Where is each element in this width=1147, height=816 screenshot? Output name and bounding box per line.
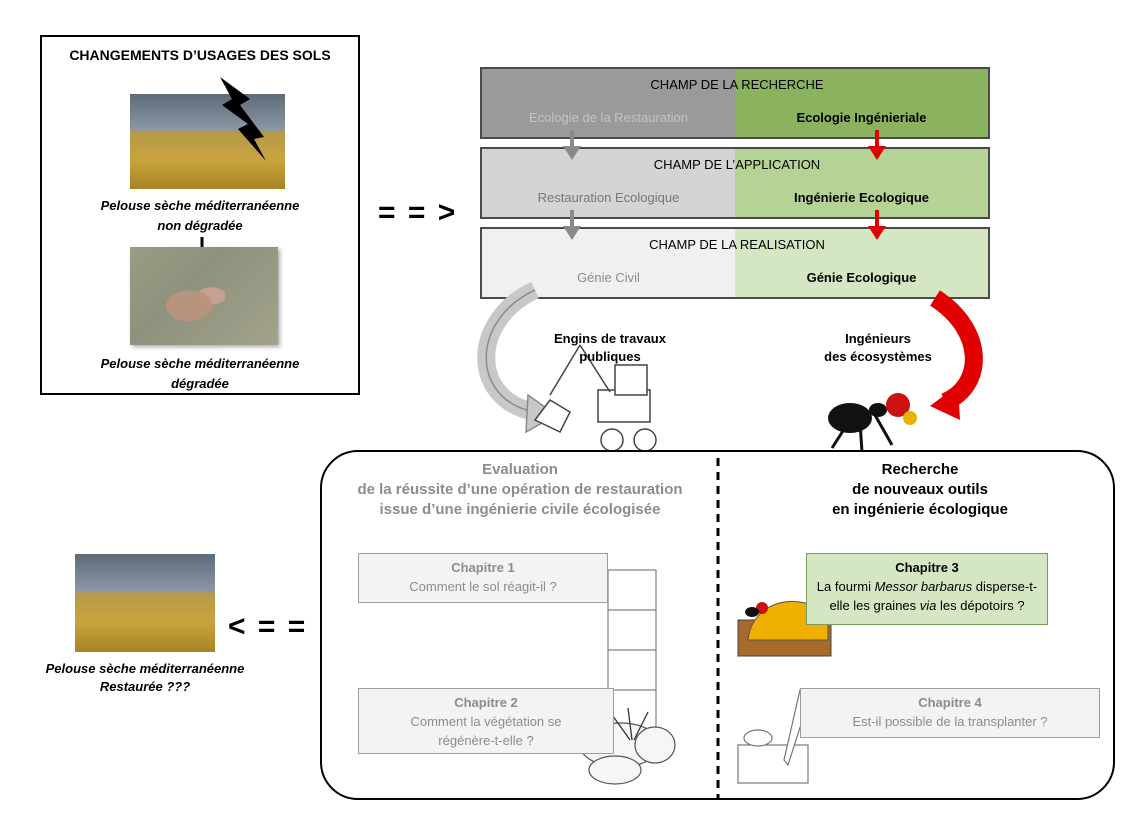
chapter-1-title: Chapitre 1: [451, 560, 515, 575]
chapter-3-text-2: elle les graines via les dépotoirs ?: [807, 596, 1047, 615]
evaluation-line-2: de la réussite d’une opération de restau…: [357, 481, 683, 498]
engineering-ecology-label: Ecologie Ingénieriale: [796, 110, 927, 125]
field-row-application: Restauration Ecologique Ingénierie Ecolo…: [480, 147, 990, 219]
grassland-photo-degraded: [130, 247, 278, 345]
field-row-research: Ecologie de la Restauration Ecologie Ing…: [480, 67, 990, 139]
ingenieurs-line-1: Ingénieurs: [845, 331, 911, 346]
chapter-1-box: Chapitre 1 Comment le sol réagit-il ?: [358, 553, 608, 603]
chapter-1-text: Comment le sol réagit-il ?: [409, 579, 557, 594]
arrow-left-text: < = =: [228, 610, 308, 643]
chapter-3-via: via: [919, 598, 937, 613]
ecological-genie-label: Génie Ecologique: [806, 270, 917, 285]
evaluation-title: Evaluation de la réussite d’une opératio…: [330, 460, 710, 520]
recherche-line-2: de nouveaux outils: [852, 481, 988, 498]
land-use-title: CHANGEMENTS D’USAGES DES SOLS: [69, 47, 331, 63]
caption-restored-2: Restaurée ???: [99, 679, 191, 694]
chapter-4-title: Chapitre 4: [918, 695, 982, 710]
chapter-3-species: Messor barbarus: [874, 579, 973, 594]
engins-label: Engins de travaux publiques: [540, 330, 680, 366]
recherche-line-1: Recherche: [881, 461, 959, 478]
ingenieurs-line-2: des écosystèmes: [824, 349, 932, 364]
ingenieurs-label: Ingénieurs des écosystèmes: [808, 330, 948, 366]
evaluation-line-3: issue d’une ingénierie civile écologisée: [379, 501, 661, 518]
chapter-3-text-2a: elle les graines: [829, 598, 920, 613]
chapter-4-text: Est-il possible de la transplanter ?: [852, 714, 1048, 729]
land-use-change-box: CHANGEMENTS D’USAGES DES SOLS Pelouse sè…: [40, 35, 360, 395]
field-realisation-head: CHAMP DE LA REALISATION: [649, 237, 825, 252]
chapter-3-text-1b: disperse-t-: [972, 579, 1038, 594]
recherche-line-3: en ingénierie écologique: [832, 501, 1008, 518]
chapter-3-text-2b: les dépotoirs ?: [936, 598, 1025, 613]
ecological-restoration-label: Restauration Ecologique: [537, 190, 680, 205]
caption-intact-2: non dégradée: [157, 218, 243, 233]
field-row-realisation: Génie Civil Génie Ecologique CHAMP DE LA…: [480, 227, 990, 299]
engins-line-2: publiques: [579, 349, 641, 364]
evaluation-research-box: [320, 450, 1115, 800]
recherche-title: Recherche de nouveaux outils en ingénier…: [770, 460, 1070, 520]
caption-degraded-1: Pelouse sèche méditerranéenne: [100, 356, 300, 371]
ecological-engineering-label: Ingénierie Ecologique: [793, 190, 930, 205]
restoration-ecology-label: Ecologie de la Restauration: [529, 110, 688, 125]
grassland-photo-restored: [75, 554, 215, 652]
caption-degraded-2: dégradée: [171, 376, 229, 391]
evaluation-line-1: Evaluation: [482, 461, 558, 478]
chapter-2-box: Chapitre 2 Comment la végétation se régé…: [358, 688, 614, 754]
caption-restored-1: Pelouse sèche méditerranéenne: [45, 661, 245, 676]
civil-engineering-label: Génie Civil: [577, 270, 640, 285]
field-research-head: CHAMP DE LA RECHERCHE: [650, 77, 824, 92]
caption-intact-1: Pelouse sèche méditerranéenne: [100, 198, 300, 213]
chapter-2-title: Chapitre 2: [454, 695, 518, 710]
chapter-3-text-1a: La fourmi: [816, 579, 875, 594]
arrow-right-text: = = >: [378, 196, 458, 229]
field-application-head: CHAMP DE L’APPLICATION: [653, 157, 821, 172]
caption-restored: Pelouse sèche méditerranéenne Restaurée …: [20, 660, 270, 696]
engins-line-1: Engins de travaux: [554, 331, 666, 346]
chapter-4-box: Chapitre 4 Est-il possible de la transpl…: [800, 688, 1100, 738]
chapter-2-text-2: régénère-t-elle ?: [438, 733, 534, 748]
chapter-2-text-1: Comment la végétation se: [410, 714, 562, 729]
chapter-3-text-1: La fourmi Messor barbarus disperse-t-: [807, 577, 1047, 596]
chapter-3-title: Chapitre 3: [895, 560, 959, 575]
lightning-icon: [220, 77, 266, 161]
chapter-3-box: Chapitre 3 La fourmi Messor barbarus dis…: [806, 553, 1048, 625]
grassland-photo-intact: [130, 94, 285, 189]
